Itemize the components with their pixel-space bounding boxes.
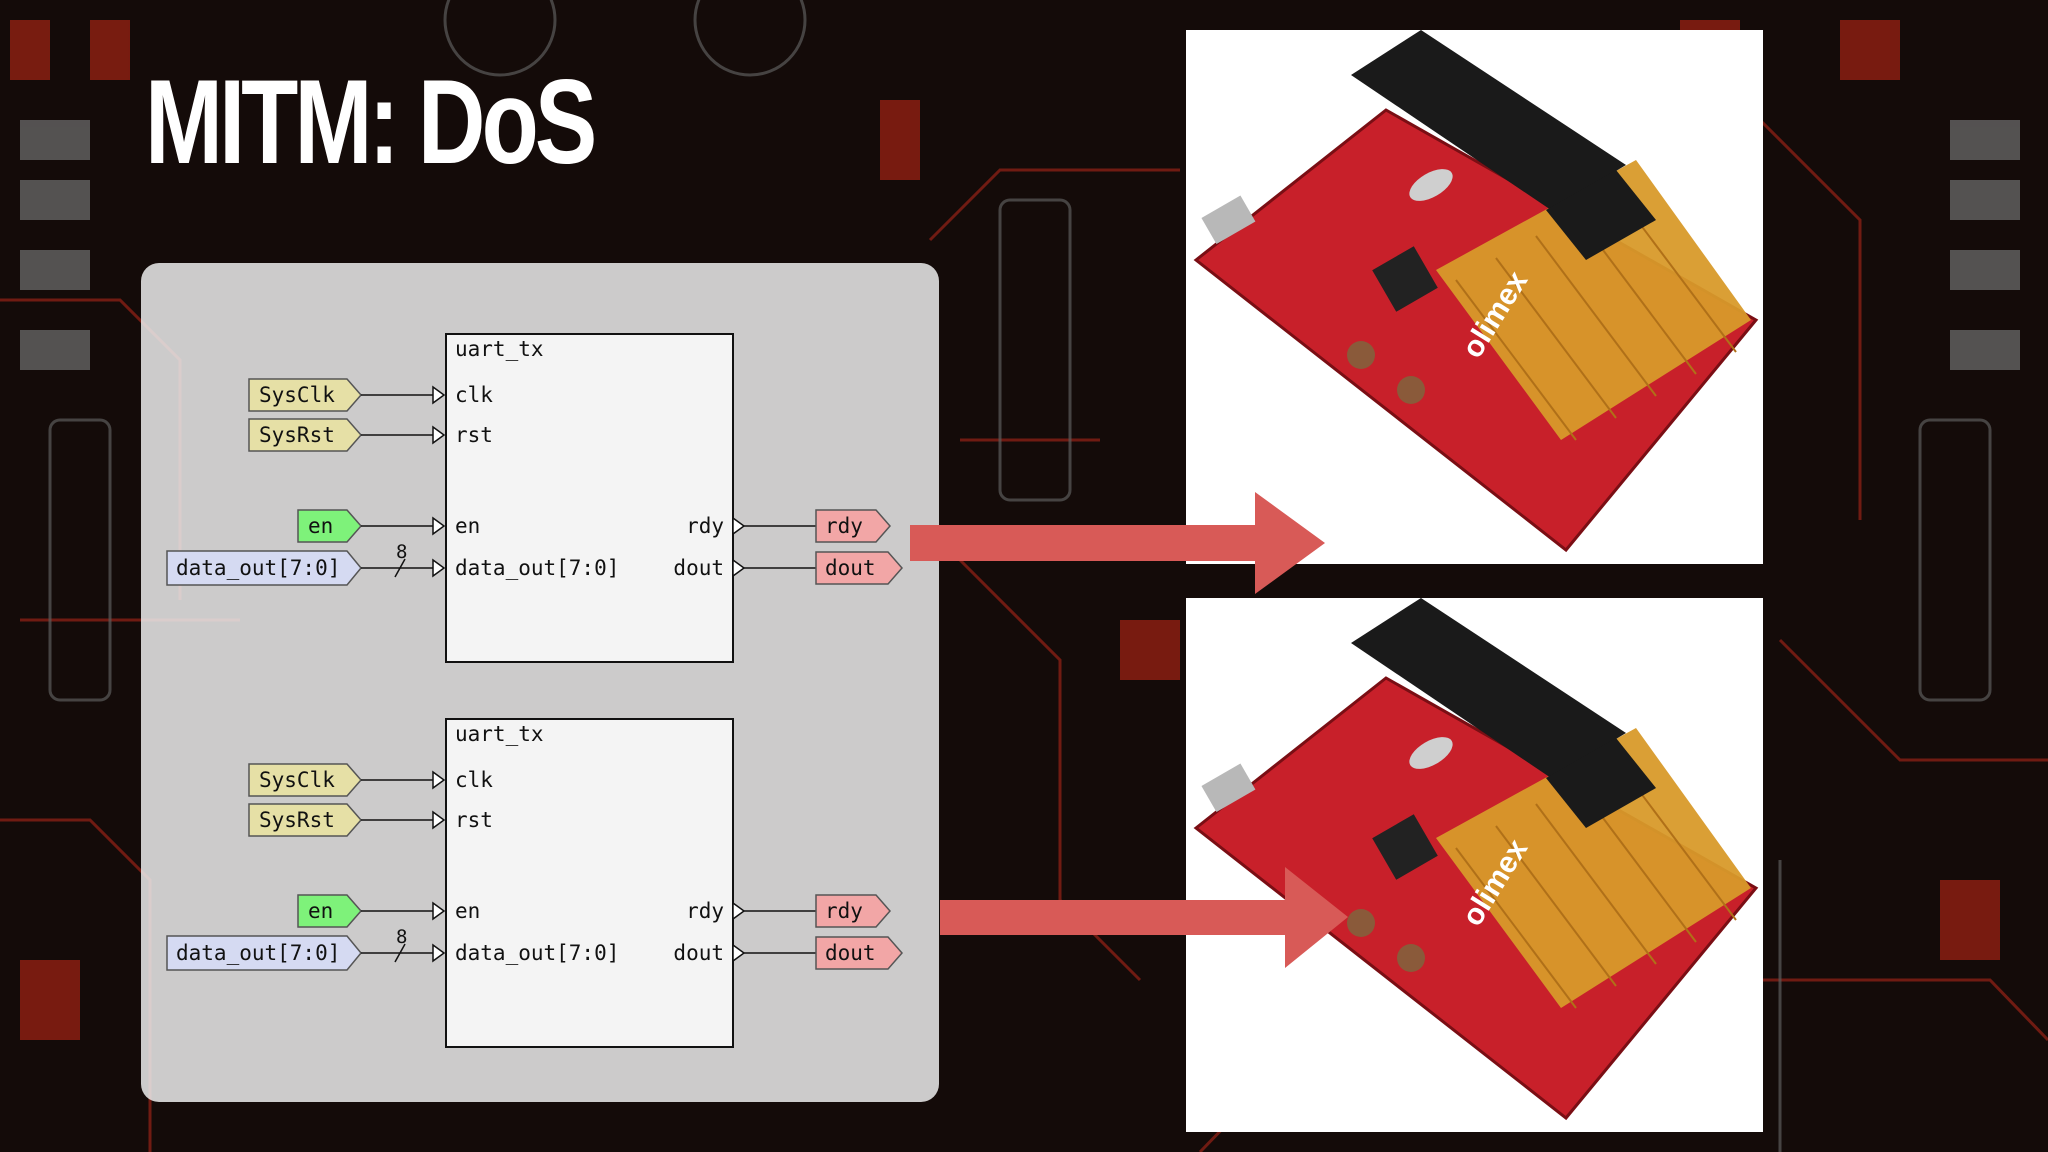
output-tag-dout <box>815 551 903 585</box>
port-rdy: rdy <box>686 514 724 538</box>
input-label-data-out: data_out[7:0] <box>176 941 341 965</box>
diagram-wires <box>166 333 903 663</box>
port-rst: rst <box>455 423 493 447</box>
port-dout: dout <box>673 556 724 580</box>
port-en: en <box>455 514 481 538</box>
uart-tx-diagram: uart_tx SysClk SysRst en data_out[7:0] 8… <box>165 333 925 663</box>
module-box <box>445 333 734 663</box>
input-label-data-out: data_out[7:0] <box>176 556 341 580</box>
diagram-wires <box>166 718 903 1048</box>
port-en: en <box>455 899 481 923</box>
output-tag-rdy <box>815 509 891 543</box>
input-tag-sysclk <box>248 378 362 412</box>
port-data-out: data_out[7:0] <box>455 941 620 965</box>
module-name: uart_tx <box>455 722 544 746</box>
port-clk: clk <box>455 383 493 407</box>
port-rst: rst <box>455 808 493 832</box>
port-data-out: data_out[7:0] <box>455 556 620 580</box>
output-label-dout: dout <box>825 556 876 580</box>
board-photo: olimex <box>1186 30 1763 564</box>
input-tag-sysrst <box>248 803 362 837</box>
input-tag-en <box>297 509 362 543</box>
port-dout: dout <box>673 941 724 965</box>
input-label-sysclk: SysClk <box>259 383 335 407</box>
input-tag-sysrst <box>248 418 362 452</box>
input-tag-data-out <box>166 935 362 971</box>
input-tag-en <box>297 894 362 928</box>
bus-width-label: 8 <box>396 926 408 948</box>
uart-tx-diagram: uart_tx SysClk SysRst en data_out[7:0] 8… <box>165 718 925 1048</box>
slide-title: MITM: DoS <box>145 55 597 189</box>
module-box <box>445 718 734 1048</box>
output-label-dout: dout <box>825 941 876 965</box>
output-label-rdy: rdy <box>825 514 863 538</box>
board-photo: olimex <box>1186 598 1763 1132</box>
module-name: uart_tx <box>455 337 544 361</box>
bus-width-label: 8 <box>396 541 408 563</box>
output-tag-rdy <box>815 894 891 928</box>
output-label-rdy: rdy <box>825 899 863 923</box>
input-tag-sysclk <box>248 763 362 797</box>
input-label-sysrst: SysRst <box>259 423 335 447</box>
input-label-sysrst: SysRst <box>259 808 335 832</box>
port-rdy: rdy <box>686 899 724 923</box>
input-label-en: en <box>308 899 334 923</box>
input-label-en: en <box>308 514 334 538</box>
input-tag-data-out <box>166 550 362 586</box>
port-clk: clk <box>455 768 493 792</box>
output-tag-dout <box>815 936 903 970</box>
input-label-sysclk: SysClk <box>259 768 335 792</box>
